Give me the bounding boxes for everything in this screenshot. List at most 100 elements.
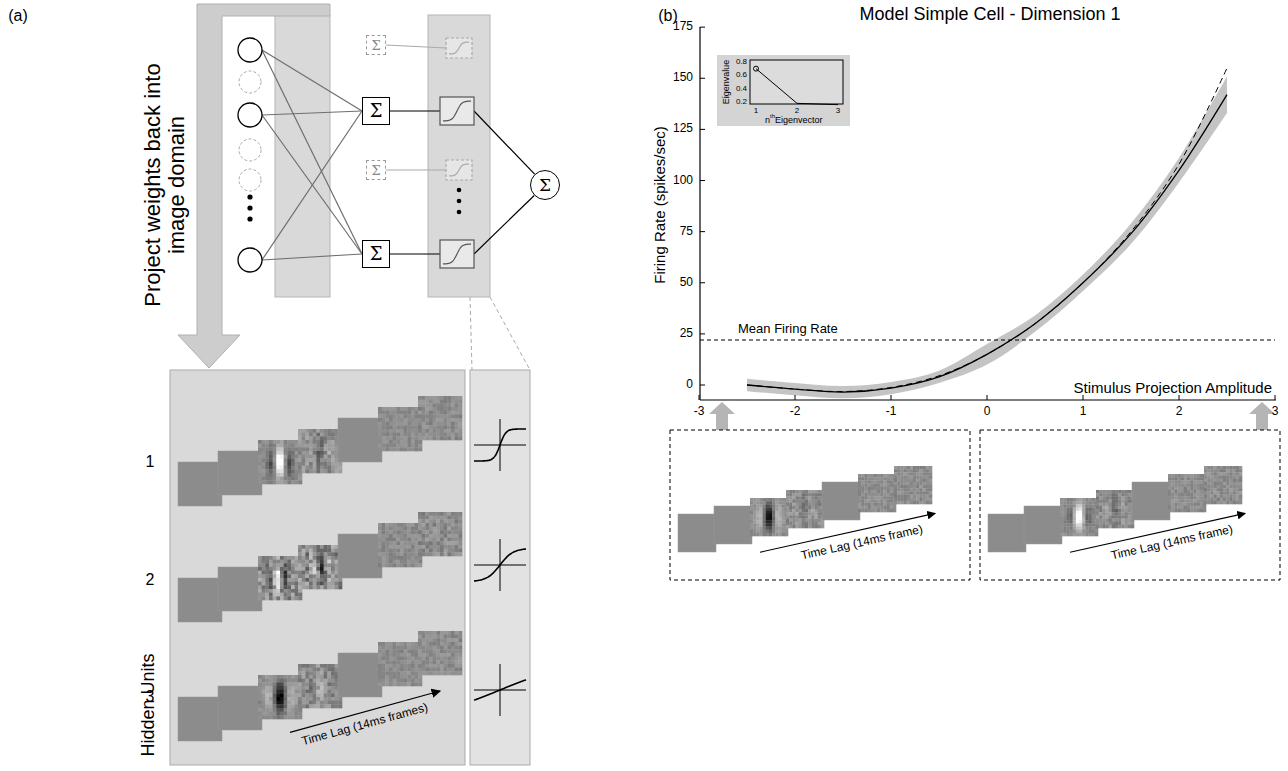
frame-pixel [750, 501, 753, 504]
x-tick [699, 395, 700, 400]
frame-pixel [273, 589, 277, 593]
frame-pixel [269, 469, 273, 473]
frame-pixel [280, 701, 284, 705]
frame-pixel [324, 668, 328, 672]
frame-pixel [440, 657, 444, 661]
frame-pixel [389, 649, 393, 653]
frame-pixel [262, 466, 266, 470]
frame-pixel [779, 511, 782, 514]
frame-pixel [411, 414, 415, 418]
frame-pixel [760, 527, 763, 530]
frame-pixel [447, 411, 451, 415]
frame-pixel [284, 704, 288, 708]
frame-pixel [316, 469, 320, 473]
frame-pixel [429, 664, 433, 668]
frame-pixel [393, 414, 397, 418]
frame-pixel [389, 436, 393, 440]
frame-pixel [305, 686, 309, 690]
frame-pixel [269, 589, 273, 593]
frame-pixel [458, 649, 462, 653]
frame-pixel [378, 657, 382, 661]
frame-pixel [411, 436, 415, 440]
frame-pixel [407, 682, 411, 686]
frame-pixel [287, 686, 291, 690]
frame-pixel [411, 534, 415, 538]
frame-pixel [447, 414, 451, 418]
frame-pixel [436, 512, 440, 516]
frame-pixel [782, 520, 785, 523]
frame-pixel [415, 560, 419, 564]
frame-pixel [763, 530, 766, 533]
frame-pixel [772, 527, 775, 530]
frame-pixel [258, 567, 262, 571]
frame-pixel [422, 436, 426, 440]
frame-pixel [313, 451, 317, 455]
frame-pixel [276, 679, 280, 683]
frame-pixel [451, 638, 455, 642]
frame-pixel [331, 671, 335, 675]
frame-pixel [415, 679, 419, 683]
frame-pixel [291, 574, 295, 578]
frame-pixel [750, 508, 753, 511]
frame-plain [178, 462, 222, 506]
frame-pixel [305, 585, 309, 589]
frame-pixel [273, 675, 277, 679]
eigen-line [756, 69, 838, 105]
frame-pixel [327, 701, 331, 705]
frame-pixel [407, 538, 411, 542]
frame-pixel [262, 675, 266, 679]
frame-pixel [331, 455, 335, 459]
frame-pixel [396, 411, 400, 415]
frame-pixel [440, 407, 444, 411]
frame-pixel [440, 429, 444, 433]
frame-pixel [458, 436, 462, 440]
frame-pixel [436, 422, 440, 426]
frame-pixel [455, 671, 459, 675]
frame-pixel [258, 458, 262, 462]
frame-pixel [400, 552, 404, 556]
frame-pixel [763, 520, 766, 523]
frame-pixel [407, 429, 411, 433]
frame-pixel [418, 516, 422, 520]
frame-pixel [455, 414, 459, 418]
frame-pixel [305, 697, 309, 701]
frame-pixel [418, 631, 422, 635]
frame-pixel [385, 436, 389, 440]
frame-pixel [258, 480, 262, 484]
frame-pixel [756, 508, 759, 511]
frame-pixel [269, 563, 273, 567]
frame-pixel [389, 664, 393, 668]
frame-pixel [440, 403, 444, 407]
frame-pixel [284, 578, 288, 582]
frame-pixel [331, 447, 335, 451]
frame-pixel [407, 407, 411, 411]
frame-pixel [447, 534, 451, 538]
frame-pixel [287, 589, 291, 593]
frame-pixel [429, 552, 433, 556]
frame-pixel [378, 538, 382, 542]
filter-frame [378, 642, 422, 686]
sigmoid-curve [449, 42, 469, 54]
frame-pixel [313, 675, 317, 679]
frame-pixel [327, 582, 331, 586]
frame-pixel [418, 519, 422, 523]
x-axis [700, 399, 1276, 400]
frame-pixel [422, 538, 426, 542]
frame-pixel [429, 649, 433, 653]
frame-pixel [429, 512, 433, 516]
frame-pixel [276, 593, 280, 597]
frame-pixel [284, 480, 288, 484]
frame-pixel [389, 523, 393, 527]
frame-pixel [436, 436, 440, 440]
frame-pixel [411, 447, 415, 451]
frame-pixel [284, 455, 288, 459]
frame-pixel [280, 693, 284, 697]
frame-pixel [258, 596, 262, 600]
frame-pixel [320, 429, 324, 433]
frame-pixel [327, 545, 331, 549]
frame-pixel [451, 545, 455, 549]
frame-pixel [385, 447, 389, 451]
frame-pixel [400, 429, 404, 433]
frame-pixel [458, 638, 462, 642]
frame-pixel [436, 649, 440, 653]
